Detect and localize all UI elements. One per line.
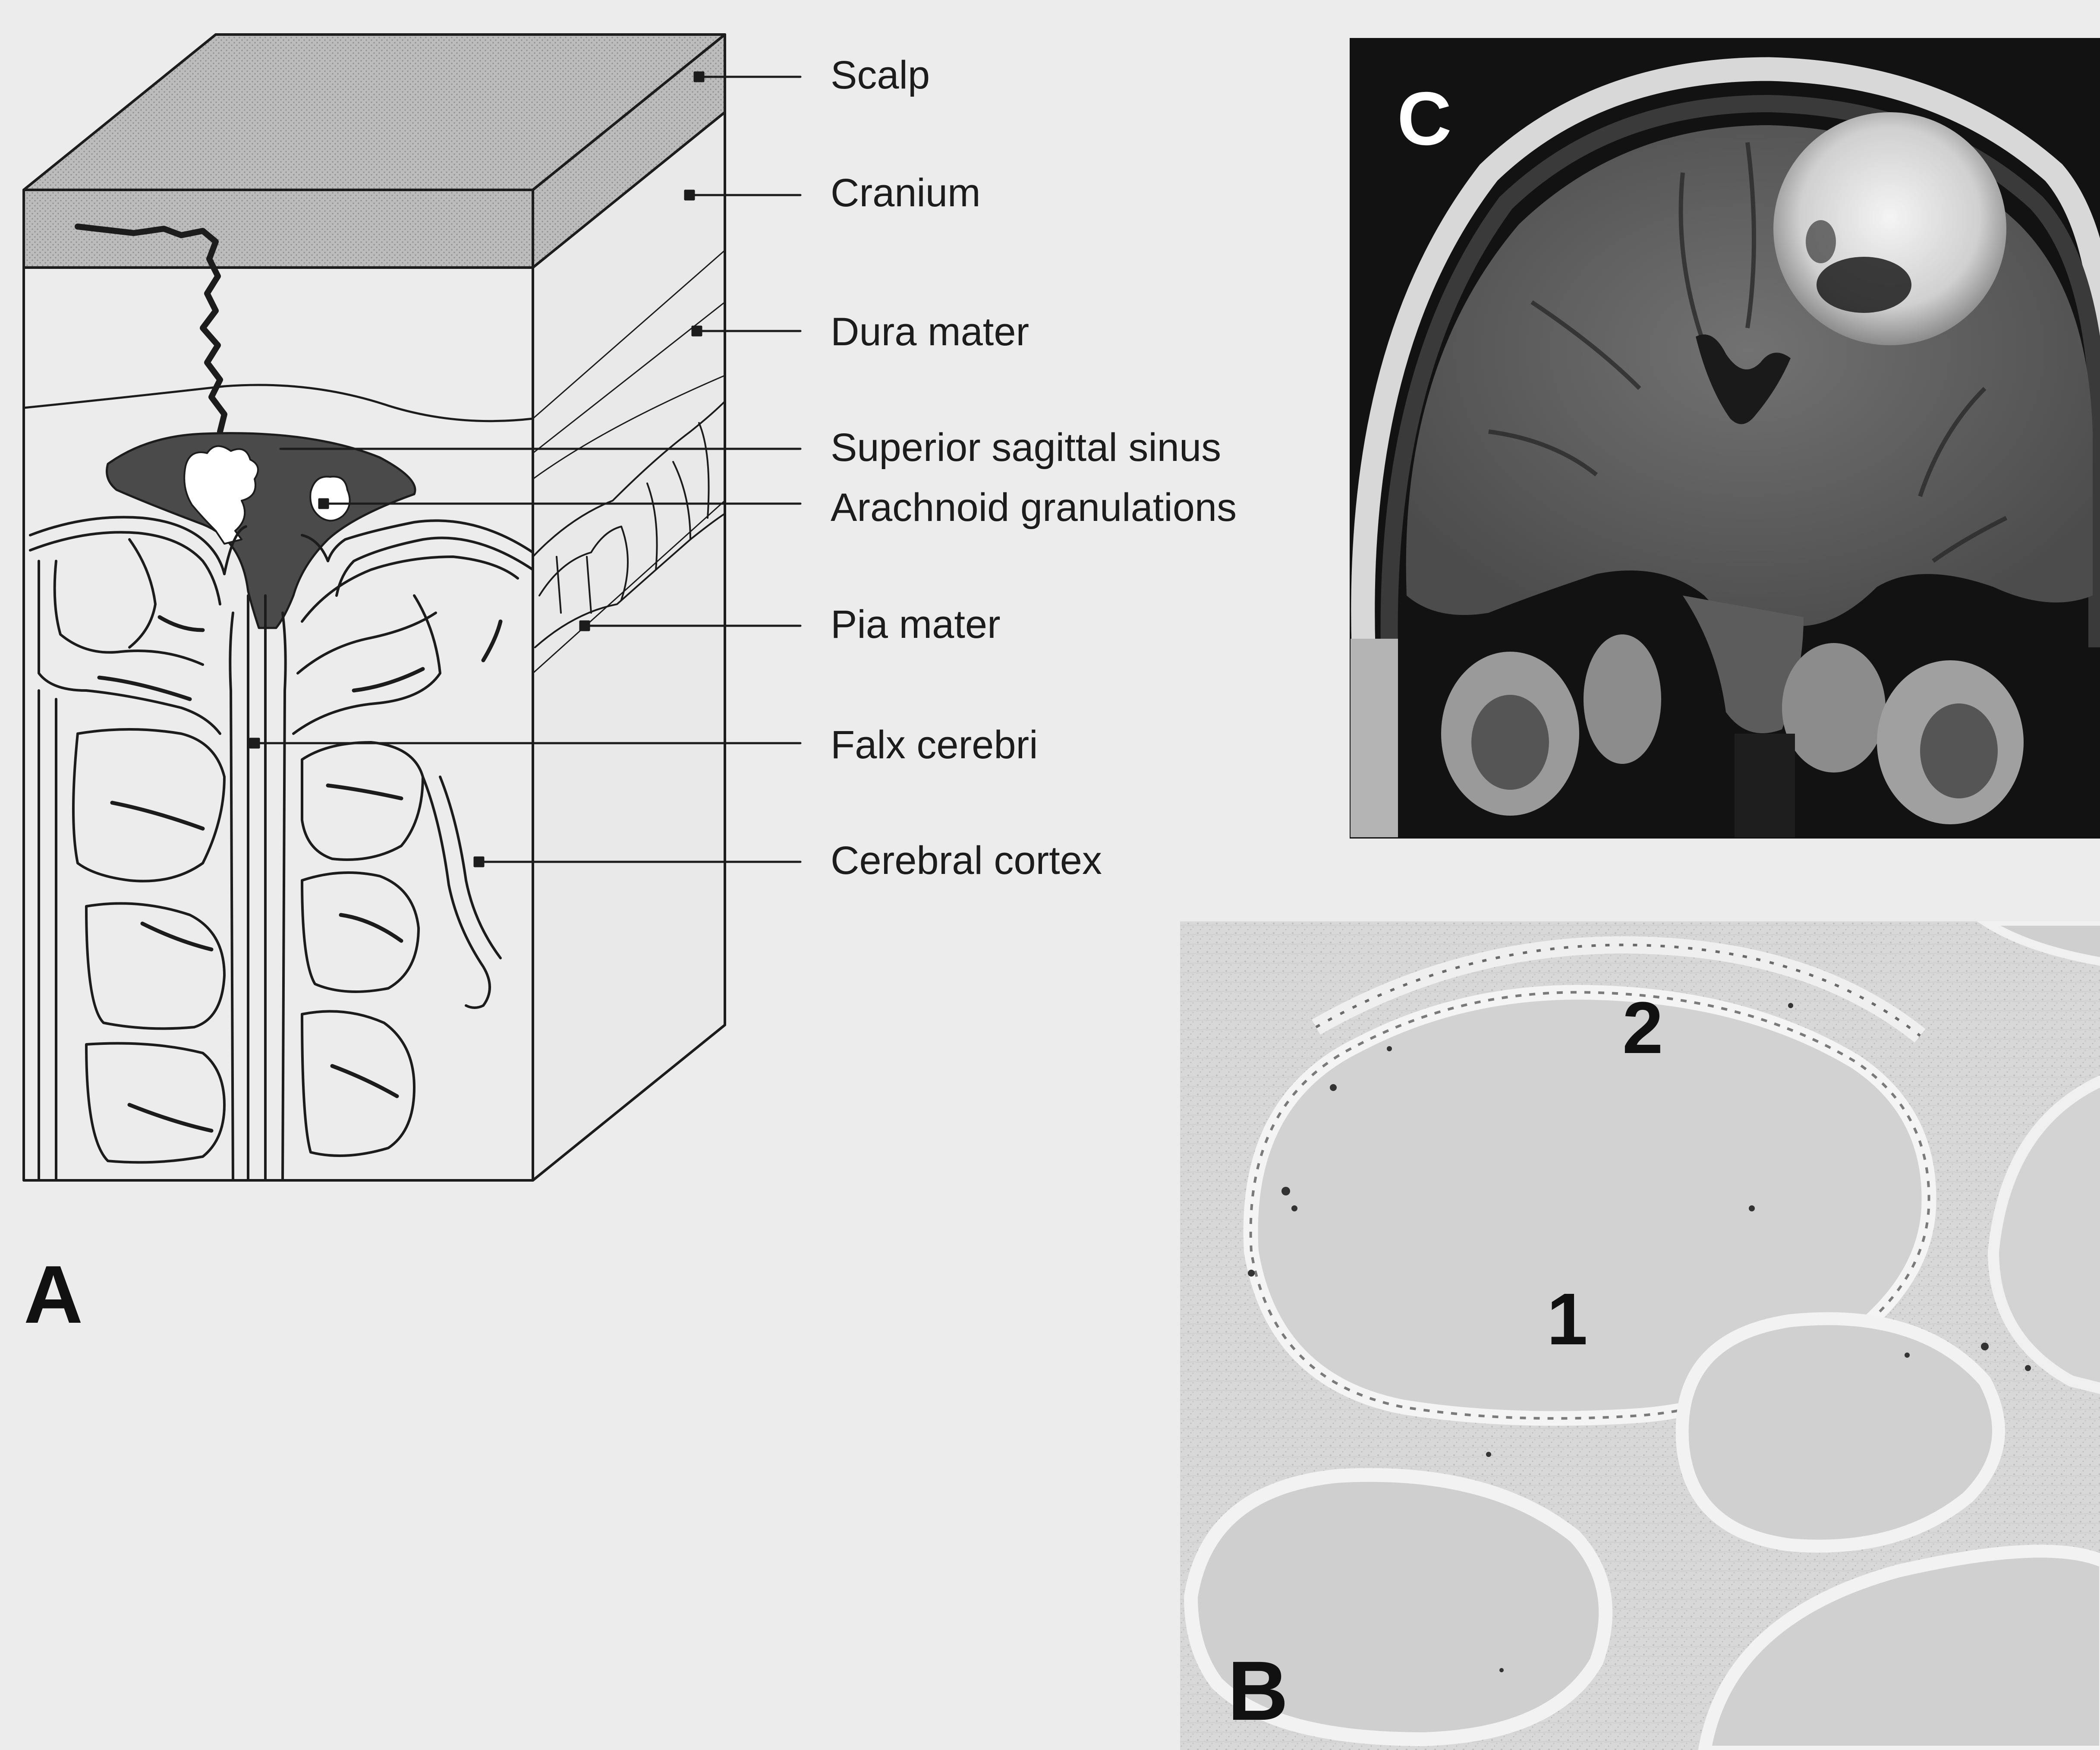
histology-region-1: 1 [1547,1278,1588,1360]
falx-cerebri-label: Falx cerebri [831,723,1038,767]
histology-panel: 1 2 B [1180,921,2100,1750]
histology-region-2: 2 [1622,987,1663,1069]
scalp-label: Scalp [831,53,930,97]
block-front-face [24,190,533,1180]
panel-a-letter: A [24,1249,83,1340]
meninges-diagram [24,35,800,1180]
arachnoid-granulations-label: Arachnoid granulations [831,486,1237,530]
cranium-label: Cranium [831,171,981,215]
mri-tumor [1773,112,2006,345]
panel-b-letter: B [1228,1644,1288,1738]
diagram-labels: ScalpCraniumDura materSuperior sagittal … [831,53,1237,883]
mri-panel: C [1350,38,2100,839]
superior-sagittal-sinus-label: Superior sagittal sinus [831,426,1221,470]
dura-mater-label: Dura mater [831,310,1029,354]
pia-mater-label: Pia mater [831,602,1001,646]
histology-nodule-right [1682,1319,1999,1546]
arachnoid-granulation-right [310,476,349,520]
cerebral-cortex-label: Cerebral cortex [831,839,1102,883]
panel-c-letter: C [1397,77,1451,161]
